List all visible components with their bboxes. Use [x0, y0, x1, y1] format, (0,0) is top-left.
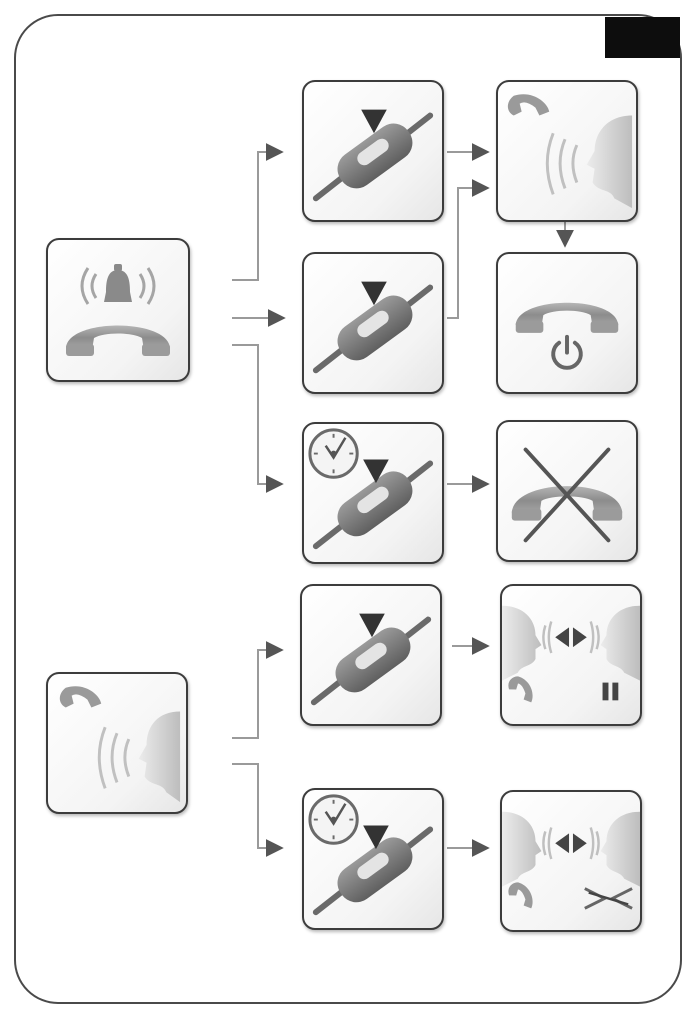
press-cord-button-icon [312, 281, 434, 374]
long-press-button-tile-2 [302, 788, 444, 930]
connector-incoming-press-1 [232, 143, 284, 281]
phone-icon [508, 676, 533, 703]
press-cord-button-icon [310, 613, 432, 706]
end-call-icon [515, 302, 619, 370]
ringing-phone-icon [66, 264, 170, 356]
connector-incoming-long-press-1 [232, 344, 284, 493]
press-button-tile-3 [300, 584, 442, 726]
reject-call-tile [496, 420, 638, 562]
rejected-call-icon [511, 447, 623, 543]
diagram-frame [14, 14, 682, 1004]
incoming-call-tile [46, 238, 190, 382]
press-button-tile-1 [302, 80, 444, 222]
conversation-muted-icon [502, 811, 640, 910]
timer-icon [308, 794, 359, 845]
timer-icon [308, 428, 359, 479]
long-press-button-tile-1 [302, 422, 444, 564]
pause-conversation-tile [500, 584, 642, 726]
conversation-paused-icon [502, 605, 640, 703]
long-press-cord-button-icon [308, 794, 434, 916]
press-button-tile-2 [302, 252, 444, 394]
talking-phone-icon [59, 686, 181, 803]
answer-call-tile [496, 80, 638, 222]
hang-up-tile [496, 252, 638, 394]
talking-phone-icon [507, 94, 633, 209]
phone-icon [508, 882, 533, 909]
section-tab [605, 17, 680, 58]
power-icon [551, 334, 583, 370]
connector-active-long-press-2 [232, 763, 284, 857]
connector-press-2-answer [447, 179, 490, 319]
connector-active-press-3 [232, 641, 284, 739]
muted-arrows-icon [584, 887, 633, 910]
active-call-tile [46, 672, 188, 814]
pause-icon [602, 682, 619, 701]
mute-conversation-tile [500, 790, 642, 932]
press-cord-button-icon [312, 109, 434, 202]
long-press-cord-button-icon [308, 428, 434, 550]
